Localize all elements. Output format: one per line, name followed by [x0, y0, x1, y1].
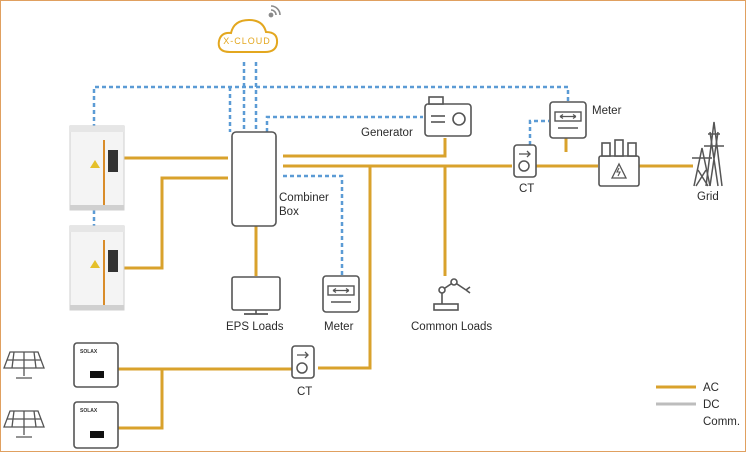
legend: AC DC Comm. [656, 382, 740, 428]
ct-bottom-icon[interactable] [291, 345, 315, 379]
warning-icon [90, 260, 100, 268]
solar-panel-icon [3, 410, 45, 438]
meter-top-label: Meter [592, 105, 622, 117]
inverter-cabinet-top[interactable] [69, 125, 125, 211]
generator-icon[interactable] [424, 96, 472, 137]
inverter-brand-label: SOLAX [80, 408, 98, 414]
generator-label: Generator [361, 127, 413, 139]
common-loads-label: Common Loads [411, 321, 492, 333]
legend-ac-label: AC [703, 382, 719, 394]
inverter-cabinet-bottom[interactable] [69, 225, 125, 311]
ac-lines [118, 138, 693, 430]
legend-comm-label: Comm. [703, 416, 740, 428]
legend-dc-label: DC [703, 399, 720, 411]
solar-panel-icon [3, 351, 45, 379]
cloud-label: X-CLOUD [223, 36, 271, 46]
combiner-box-label-line1: Combiner [279, 192, 329, 204]
combiner-box[interactable] [231, 131, 277, 227]
wifi-icon [268, 5, 281, 18]
ct-top-icon[interactable] [513, 144, 537, 178]
grid-tower-icon[interactable] [692, 121, 724, 187]
x-cloud[interactable]: X-CLOUD [217, 18, 279, 53]
eps-loads-icon[interactable] [231, 276, 281, 315]
eps-loads-label: EPS Loads [226, 321, 284, 333]
ct-bottom-label: CT [297, 386, 312, 398]
warning-icon [90, 160, 100, 168]
common-loads-icon[interactable] [433, 278, 471, 311]
meter-bottom-icon[interactable] [322, 275, 360, 313]
grid-label: Grid [697, 191, 719, 203]
comm-lines [92, 62, 570, 275]
inverter-display [90, 371, 104, 378]
inverter-display [90, 431, 104, 438]
cloud-icon [217, 18, 279, 53]
combiner-box-label-line2: Box [279, 206, 299, 218]
transformer-icon[interactable] [598, 139, 640, 187]
cabinet-display [108, 250, 118, 272]
meter-top-icon[interactable] [549, 101, 587, 139]
inverter-brand-label: SOLAX [80, 349, 98, 355]
pv-inverter-top[interactable]: SOLAX [73, 342, 119, 388]
ct-top-label: CT [519, 183, 534, 195]
cabinet-display [108, 150, 118, 172]
pv-inverter-bottom[interactable]: SOLAX [73, 401, 119, 449]
meter-bottom-label: Meter [324, 321, 354, 333]
